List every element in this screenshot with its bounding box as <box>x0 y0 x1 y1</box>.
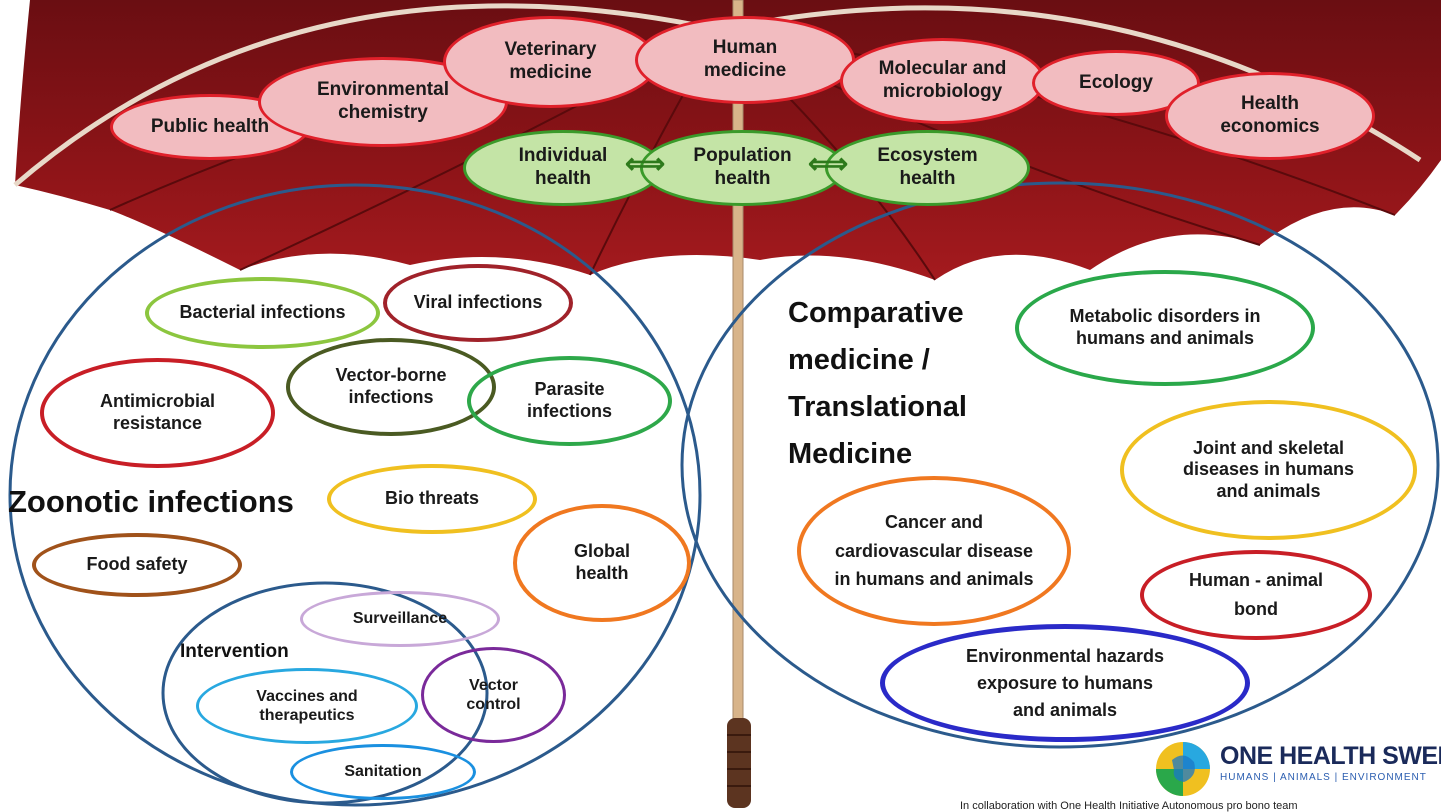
comparative-medicine-title: Comparative medicine / Translational Med… <box>788 297 967 470</box>
intervention-title: Intervention <box>180 641 289 662</box>
logo-subtitle: HUMANS | ANIMALS | ENVIRONMENT <box>1220 772 1427 783</box>
double-arrow-icon: ⟺ <box>625 148 666 179</box>
health-level-ecosystem: Ecosystem health <box>825 130 1030 206</box>
discipline-human-medicine: Human medicine <box>635 16 855 104</box>
logo-title: ONE HEALTH SWEDEN <box>1220 742 1441 770</box>
discipline-molecular-microbiology: Molecular and microbiology <box>840 38 1045 124</box>
discipline-environmental-chemistry: Environmental chemistry <box>258 57 508 147</box>
discipline-veterinary-medicine: Veterinary medicine <box>443 16 658 108</box>
topic-vector-borne-infections: Vector-borne infections <box>286 338 496 436</box>
intervention-vector-control: Vector control <box>421 647 566 743</box>
topic-global-health: Global health <box>513 504 691 622</box>
discipline-ecology: Ecology <box>1032 50 1200 116</box>
footnote: In collaboration with One Health Initiat… <box>960 800 1298 812</box>
umbrella-handle <box>727 718 751 808</box>
intervention-sanitation: Sanitation <box>290 744 476 800</box>
discipline-health-economics: Health economics <box>1165 72 1375 160</box>
topic-parasite-infections: Parasite infections <box>467 356 672 446</box>
intervention-surveillance: Surveillance <box>300 591 500 647</box>
topic-cancer-cardiovascular: Cancer and cardiovascular disease in hum… <box>797 476 1071 626</box>
topic-food-safety: Food safety <box>32 533 242 597</box>
health-level-individual: Individual health <box>463 130 663 206</box>
topic-human-animal-bond: Human - animal bond <box>1140 550 1372 640</box>
zoonotic-infections-title: Zoonotic infections <box>8 484 294 519</box>
topic-antimicrobial-resistance: Antimicrobial resistance <box>40 358 275 468</box>
topic-metabolic-disorders: Metabolic disorders in humans and animal… <box>1015 270 1315 386</box>
topic-joint-skeletal-diseases: Joint and skeletal diseases in humans an… <box>1120 400 1417 540</box>
right-domain-circle <box>680 181 1440 749</box>
topic-environmental-hazards: Environmental hazards exposure to humans… <box>880 624 1250 742</box>
topic-bacterial-infections: Bacterial infections <box>145 277 380 349</box>
intervention-vaccines-therapeutics: Vaccines and therapeutics <box>196 668 418 744</box>
left-domain-circle <box>8 183 702 807</box>
topic-bio-threats: Bio threats <box>327 464 537 534</box>
double-arrow-icon: ⟺ <box>808 148 849 179</box>
topic-viral-infections: Viral infections <box>383 264 573 342</box>
globe-logo-icon <box>1156 742 1210 796</box>
one-health-sweden-logo: ONE HEALTH SWEDEN HUMANS | ANIMALS | ENV… <box>1150 740 1441 800</box>
